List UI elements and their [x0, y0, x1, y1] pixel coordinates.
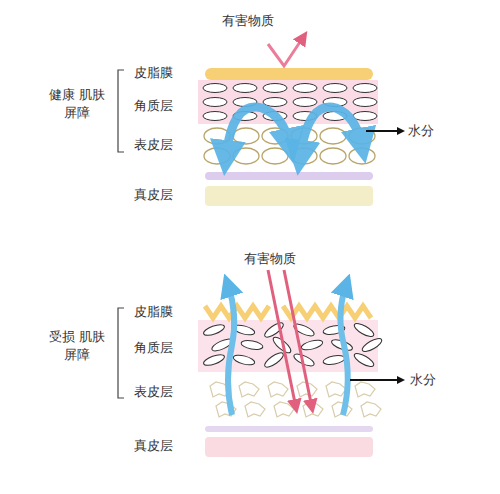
epidermis-cell	[262, 148, 288, 164]
epidermis-cell	[349, 148, 375, 164]
keratin-cell	[232, 353, 255, 366]
bracket	[118, 70, 124, 152]
epidermis-cell	[361, 402, 381, 417]
barrier-label: 受损 肌肤屏障	[46, 328, 108, 364]
keratin-cell	[240, 339, 263, 351]
keratin-cell	[300, 338, 323, 351]
epidermis-cell	[268, 382, 288, 397]
layer-label: 皮脂膜	[134, 64, 173, 82]
harm-arrow	[268, 270, 296, 408]
layer-label: 皮脂膜	[134, 303, 173, 321]
keratin-cell	[202, 322, 225, 337]
basal-line	[205, 172, 373, 180]
keratin-cell	[353, 84, 377, 93]
dermis-band	[205, 186, 373, 206]
epidermis-cell	[303, 402, 323, 417]
keratin-cell	[323, 84, 347, 93]
keratin-cell	[352, 351, 375, 369]
layer-label: 角质层	[134, 97, 173, 115]
basal-line	[205, 426, 373, 432]
layer-label: 表皮层	[134, 136, 173, 154]
sebum-film	[205, 68, 373, 80]
epidermis-cell	[239, 382, 259, 397]
bracket	[118, 308, 124, 398]
harm-arrow	[268, 36, 304, 66]
harm-label: 有害物质	[244, 250, 296, 268]
layer-label: 真皮层	[134, 437, 173, 455]
keratin-cell	[203, 98, 227, 107]
keratin-cell	[293, 98, 317, 107]
layer-label: 表皮层	[134, 383, 173, 401]
layer-label: 真皮层	[134, 186, 173, 204]
epidermis-cell	[320, 148, 346, 164]
water-arrow	[340, 285, 347, 415]
keratin-cell	[293, 84, 317, 93]
keratin-cell	[360, 336, 383, 354]
water-label: 水分	[410, 371, 436, 389]
keratin-cell	[352, 321, 375, 339]
keratin-cell	[322, 354, 345, 366]
dermis-band	[205, 437, 373, 457]
keratin-cell	[263, 84, 287, 93]
epidermis-cell	[355, 382, 375, 397]
harm-label: 有害物质	[222, 12, 274, 30]
epidermis-cell	[274, 402, 294, 417]
keratin-cell	[203, 112, 227, 121]
water-arrow	[228, 285, 234, 415]
keratin-cell	[263, 350, 286, 369]
epidermis-cell	[245, 402, 265, 417]
epidermis-cell	[320, 128, 346, 144]
keratin-cell	[203, 84, 227, 93]
keratin-cell	[353, 112, 377, 121]
keratin-cell	[233, 84, 257, 93]
epidermis-cell	[326, 382, 346, 397]
barrier-label: 健康 肌肤屏障	[46, 86, 108, 122]
epidermis-cell	[233, 128, 259, 144]
sebum-film	[205, 306, 371, 318]
water-pointer	[350, 379, 403, 381]
water-pointer	[366, 130, 403, 132]
keratin-cell	[202, 352, 225, 367]
epidermis-cell	[233, 148, 259, 164]
water-arrow	[300, 107, 362, 158]
layer-label: 角质层	[134, 339, 173, 357]
harm-arrow	[284, 270, 312, 408]
keratin-cell	[353, 98, 377, 107]
water-label: 水分	[408, 122, 434, 140]
water-arrow	[226, 107, 290, 158]
